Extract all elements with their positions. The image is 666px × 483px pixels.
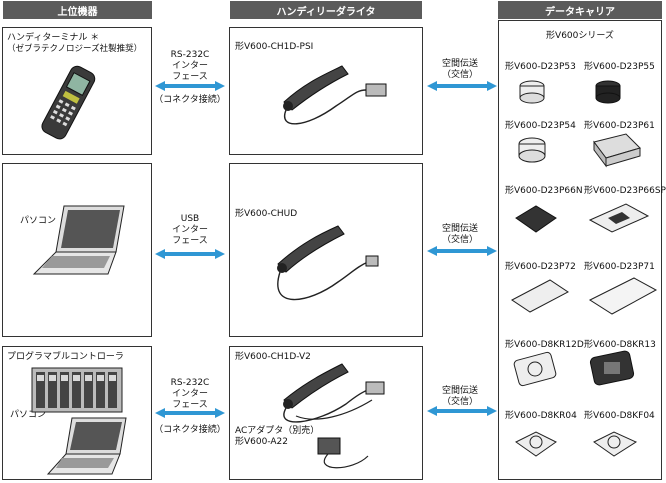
reader-box-1 — [229, 27, 423, 155]
handy-terminal-image — [41, 65, 96, 140]
plc-image — [31, 367, 123, 413]
link3-line1: RS-232C — [170, 378, 210, 388]
reader2-image — [277, 225, 379, 301]
tag-d23p54-image — [518, 137, 546, 163]
link2-arrow — [155, 249, 225, 259]
header-carrier: データキャリア — [498, 1, 662, 19]
tag-d8kr13-image — [589, 350, 635, 386]
carrier-d23p72: 形V600-D23P72 — [505, 262, 576, 272]
link1-line1: RS-232C — [170, 50, 210, 60]
handy-terminal-label: ハンディターミナル ＊ — [7, 33, 100, 43]
handy-terminal-maker: （ゼブラテクノロジーズ社製推奨） — [7, 44, 143, 54]
reader3-image — [283, 363, 385, 423]
link1-label: RS-232C インター フェース — [155, 50, 225, 83]
link1-arrow — [155, 81, 225, 91]
plc-label: プログラマブルコントローラ — [7, 352, 124, 362]
link1-note: （コネクタ接続） — [154, 95, 226, 105]
pc-label-2: パソコン — [10, 410, 47, 420]
carrier-d23p53: 形V600-D23P53 — [505, 62, 576, 72]
carrier-d8kr04: 形V600-D8KR04 — [505, 411, 577, 421]
header-host: 上位機器 — [3, 1, 152, 19]
tag-d8kr04-image — [515, 431, 557, 457]
adapter-label: ACアダプタ（別売） — [235, 426, 320, 436]
reader1-model: 形V600-CH1D-PSI — [235, 42, 314, 52]
carrier-d23p66sp: 形V600-D23P66SP — [584, 186, 666, 196]
carrier-d8kr12d: 形V600-D8KR12D — [505, 340, 584, 350]
tag-d23p66n-image — [515, 205, 557, 233]
laptop-image-1 — [32, 205, 125, 275]
space-tx-2-arrow — [427, 246, 497, 256]
link2-line3: フェース — [172, 236, 208, 246]
link3-label: RS-232C インター フェース — [155, 378, 225, 411]
pc-label-1: パソコン — [20, 216, 57, 226]
link2-line2: インター — [171, 225, 208, 235]
space-tx-1-arrow — [427, 81, 497, 91]
space-tx-3-line1: 空間伝送 — [441, 386, 478, 396]
carrier-d8kr13: 形V600-D8KR13 — [584, 340, 656, 350]
reader-box-2 — [229, 163, 423, 337]
ac-adapter-image — [317, 437, 369, 469]
reader3-model: 形V600-CH1D-V2 — [235, 352, 311, 362]
carrier-images — [511, 80, 658, 457]
space-tx-3-line2: （交信） — [441, 397, 478, 407]
link3-line3: フェース — [172, 400, 208, 410]
carrier-series: 形V600シリーズ — [546, 31, 614, 41]
header-reader: ハンディリーダライタ — [230, 1, 422, 19]
carrier-d23p71: 形V600-D23P71 — [584, 262, 655, 272]
link2-line1: USB — [180, 214, 200, 224]
space-tx-1: 空間伝送 （交信） — [427, 59, 493, 81]
host-box-terminal — [2, 27, 152, 155]
tag-d23p71-image — [588, 277, 658, 315]
carrier-d23p61: 形V600-D23P61 — [584, 121, 655, 131]
space-tx-2-line1: 空間伝送 — [441, 224, 478, 234]
carrier-d23p66n: 形V600-D23P66N — [505, 186, 583, 196]
tag-d23p66sp-image — [588, 203, 650, 233]
tag-d23p53-image — [519, 80, 545, 104]
tag-d23p55-image — [595, 80, 621, 104]
link1-line3: フェース — [172, 72, 208, 82]
link1-line2: インター — [171, 61, 208, 71]
laptop-image-2 — [46, 417, 127, 475]
carrier-d23p55: 形V600-D23P55 — [584, 62, 655, 72]
space-tx-3-arrow — [427, 406, 497, 416]
link3-arrow — [155, 408, 225, 418]
tag-d8kr12d-image — [513, 351, 557, 387]
space-tx-2-line2: （交信） — [441, 235, 478, 245]
space-tx-2: 空間伝送 （交信） — [427, 224, 493, 246]
space-tx-3: 空間伝送 （交信） — [427, 386, 493, 408]
space-tx-1-line1: 空間伝送 — [441, 59, 478, 69]
carrier-d8kf04: 形V600-D8KF04 — [584, 411, 655, 421]
tag-d8kf04-image — [593, 431, 638, 457]
link3-note: （コネクタ接続） — [154, 425, 226, 435]
link2-label: USB インター フェース — [155, 214, 225, 247]
adapter-model: 形V600-A22 — [235, 437, 288, 447]
link3-line2: インター — [171, 389, 208, 399]
reader1-image — [283, 65, 387, 125]
tag-d23p61-image — [593, 133, 641, 168]
space-tx-1-line2: （交信） — [441, 70, 478, 80]
carrier-d23p54: 形V600-D23P54 — [505, 121, 576, 131]
reader2-model: 形V600-CHUD — [235, 209, 298, 219]
tag-d23p72-image — [511, 279, 569, 313]
